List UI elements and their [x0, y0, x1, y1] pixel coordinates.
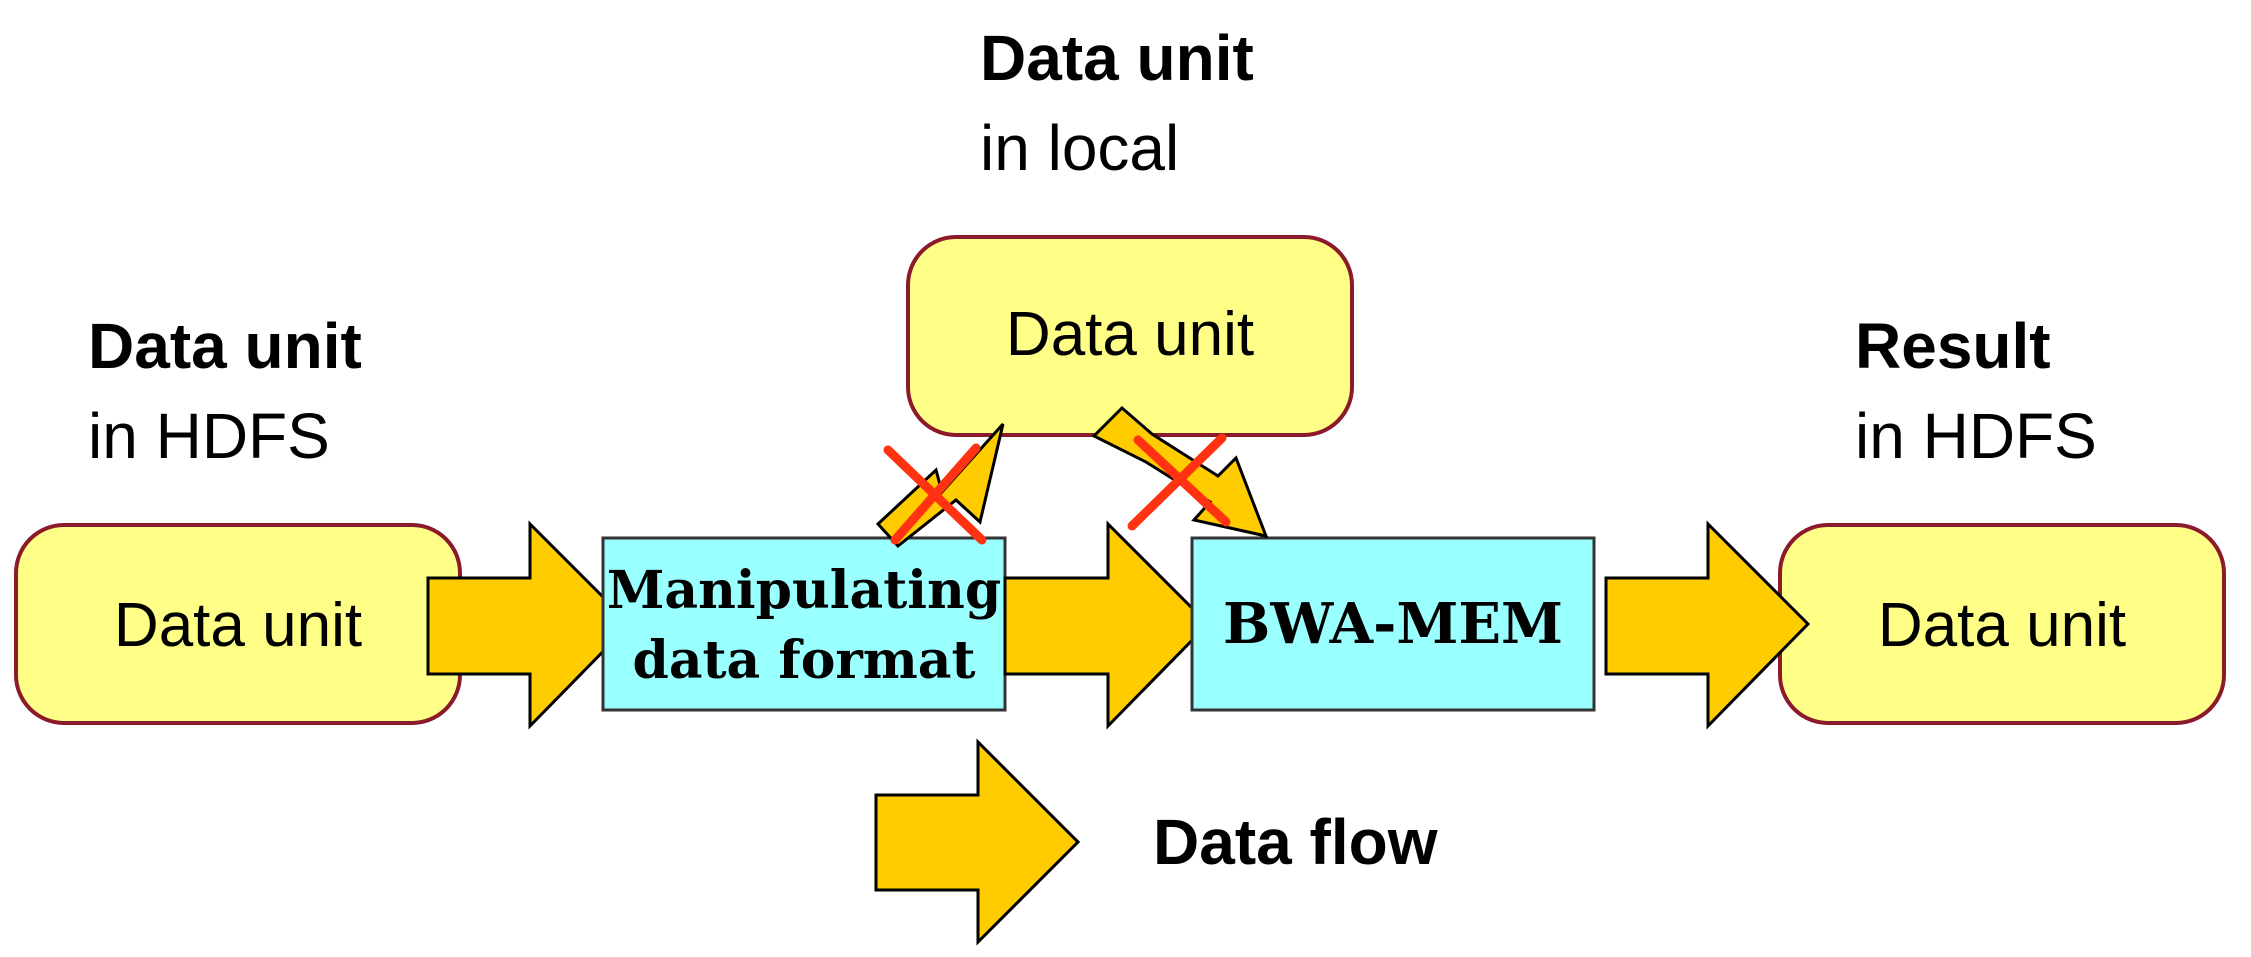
legend-flow-arrow-icon [874, 738, 1081, 946]
local-unit-title: Data unit [980, 22, 1254, 94]
manipulating-process-box [601, 536, 1007, 712]
flow-arrow-2 [1003, 520, 1211, 730]
result-title: Result [1855, 310, 2051, 382]
local-unit-subtitle: in local [980, 112, 1179, 184]
cross-out-mark-2 [1127, 433, 1231, 531]
legend-data-flow-label: Data flow [1153, 806, 1438, 878]
input-unit-subtitle: in HDFS [88, 400, 330, 472]
flow-arrow-to-local [875, 422, 1005, 549]
input-data-unit-label: Data unit [114, 591, 362, 660]
manipulating-label-line2: data format [632, 630, 975, 691]
manipulating-label-line1: Manipulating [607, 560, 1001, 621]
cross-out-mark-1 [883, 443, 987, 545]
local-data-unit-label: Data unit [1006, 300, 1254, 369]
bwa-mem-label: BWA-MEM [1223, 591, 1563, 657]
flow-arrow-1 [426, 520, 633, 730]
flow-arrow-3 [1604, 520, 1811, 730]
input-unit-title: Data unit [88, 310, 362, 382]
output-data-unit-label: Data unit [1878, 591, 2126, 660]
result-subtitle: in HDFS [1855, 400, 2097, 472]
bwa-mem-process-box [1190, 536, 1596, 712]
